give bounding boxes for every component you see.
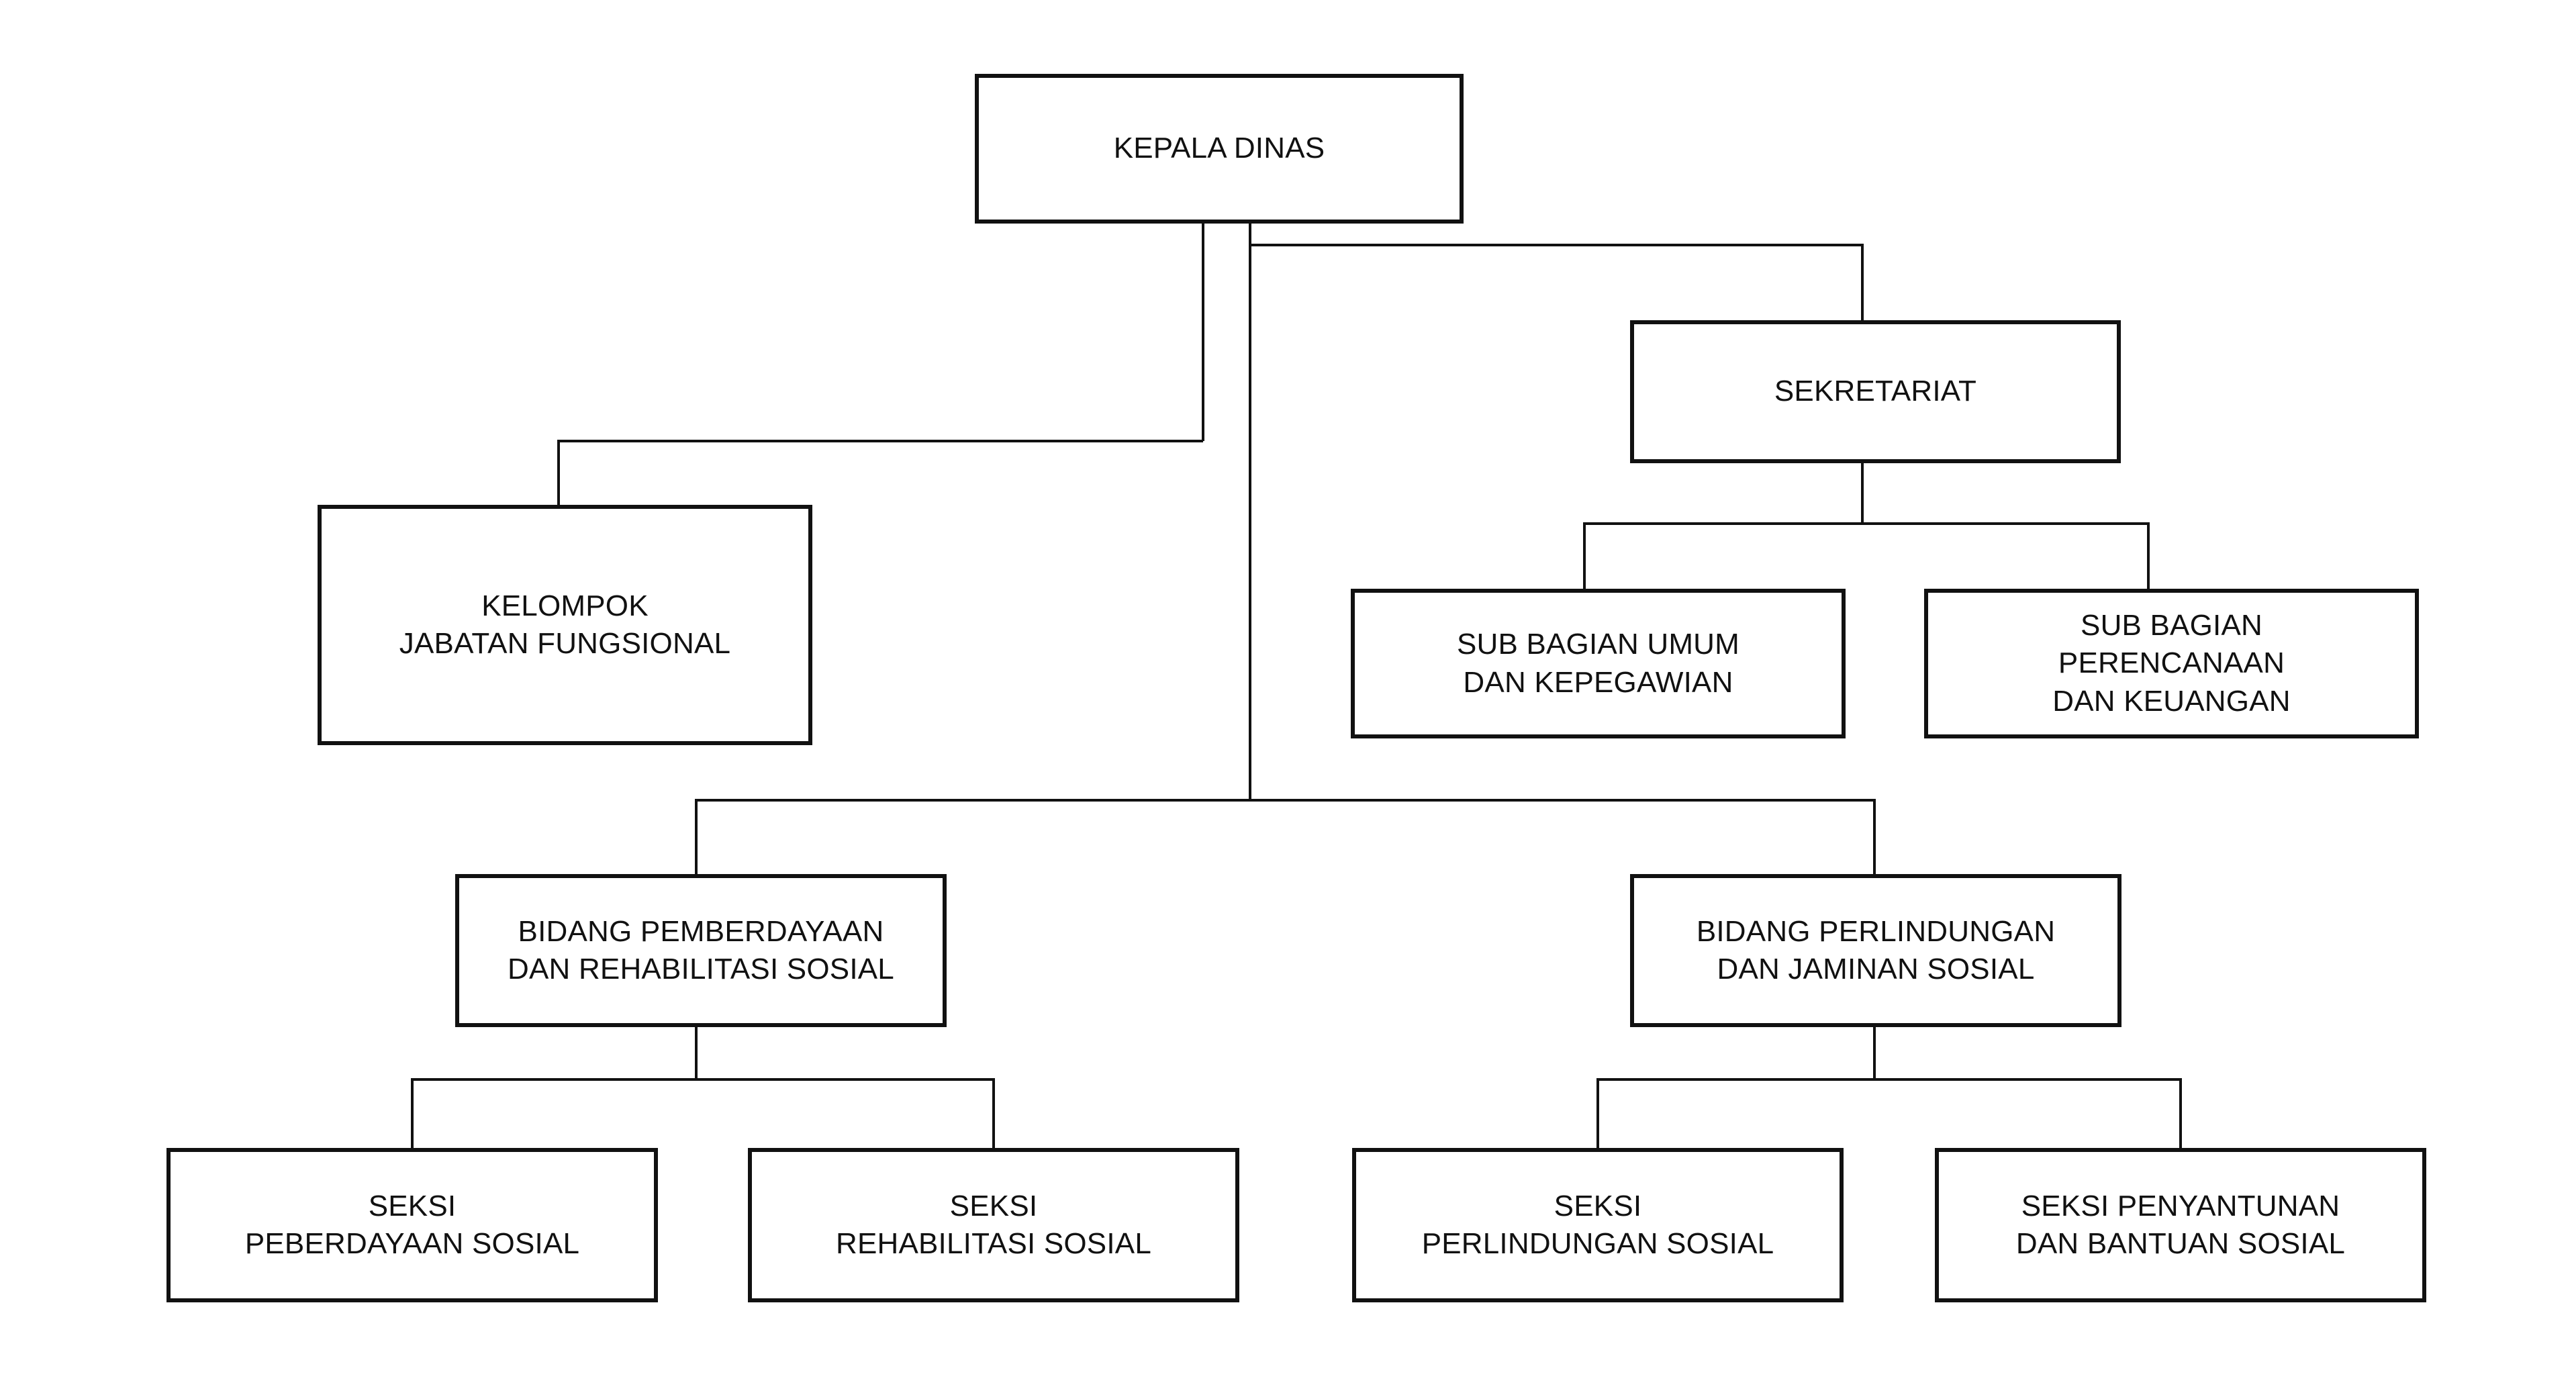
- connector-seksi-penyantunan-drop: [2179, 1078, 2182, 1148]
- connector-seksi-perlindungan-drop: [1596, 1078, 1599, 1148]
- connector-sub-bagian-umum-drop: [1583, 522, 1586, 589]
- connector-kepala-to-kelompok-vertical: [1202, 224, 1204, 441]
- node-sekretariat-label: SEKRETARIAT: [1774, 375, 1977, 408]
- connector-sekretariat-stem: [1861, 463, 1864, 524]
- connector-sekretariat-drop: [1861, 244, 1864, 320]
- connector-seksi-right-bus: [1596, 1078, 2182, 1081]
- node-bidang-perlindungan[interactable]: BIDANG PERLINDUNGAN DAN JAMINAN SOSIAL: [1630, 874, 2121, 1027]
- connector-kelompok-drop: [557, 440, 560, 506]
- node-seksi-rehabilitasi-sosial[interactable]: SEKSI REHABILITASI SOSIAL: [748, 1148, 1239, 1302]
- node-seksi-perlindungan-sosial-label: SEKSI PERLINDUNGAN SOSIAL: [1421, 1189, 1774, 1260]
- connector-bidang-bus: [695, 799, 1876, 802]
- node-sub-bagian-umum[interactable]: SUB BAGIAN UMUM DAN KEPEGAWIAN: [1351, 589, 1846, 738]
- connector-sub-bagian-bus: [1583, 522, 2150, 525]
- connector-seksi-rehabilitasi-drop: [992, 1078, 995, 1148]
- connector-seksi-left-bus: [411, 1078, 995, 1081]
- node-kepala-dinas[interactable]: KEPALA DINAS: [975, 74, 1464, 224]
- node-sub-bagian-perencanaan[interactable]: SUB BAGIAN PERENCANAAN DAN KEUANGAN: [1924, 589, 2419, 738]
- node-sekretariat[interactable]: SEKRETARIAT: [1630, 320, 2121, 463]
- node-kepala-dinas-label: KEPALA DINAS: [1113, 132, 1325, 165]
- connector-main-spine: [1249, 224, 1251, 800]
- node-kelompok-jabatan-fungsional[interactable]: KELOMPOK JABATAN FUNGSIONAL: [318, 505, 812, 745]
- connector-sub-bagian-perencanaan-drop: [2147, 522, 2150, 589]
- node-kelompok-jabatan-fungsional-label: KELOMPOK JABATAN FUNGSIONAL: [399, 589, 731, 660]
- node-seksi-perlindungan-sosial[interactable]: SEKSI PERLINDUNGAN SOSIAL: [1352, 1148, 1844, 1302]
- node-seksi-peberdayaan-sosial[interactable]: SEKSI PEBERDAYAAN SOSIAL: [166, 1148, 658, 1302]
- connector-kepala-to-sekretariat-horizontal: [1249, 244, 1864, 246]
- node-sub-bagian-umum-label: SUB BAGIAN UMUM DAN KEPEGAWIAN: [1456, 628, 1740, 699]
- connector-bidang-perlindungan-drop: [1873, 799, 1876, 874]
- connector-bidang-perlindungan-stem: [1873, 1027, 1876, 1081]
- node-sub-bagian-perencanaan-label: SUB BAGIAN PERENCANAAN DAN KEUANGAN: [2052, 609, 2291, 718]
- node-seksi-peberdayaan-sosial-label: SEKSI PEBERDAYAAN SOSIAL: [244, 1189, 580, 1260]
- connector-seksi-peberdayaan-drop: [411, 1078, 414, 1148]
- node-bidang-pemberdayaan-label: BIDANG PEMBERDAYAAN DAN REHABILITASI SOS…: [508, 914, 894, 985]
- connector-kepala-to-kelompok-horizontal: [557, 440, 1203, 442]
- node-seksi-penyantunan-label: SEKSI PENYANTUNAN DAN BANTUAN SOSIAL: [2015, 1189, 2346, 1260]
- node-bidang-pemberdayaan[interactable]: BIDANG PEMBERDAYAAN DAN REHABILITASI SOS…: [455, 874, 947, 1027]
- node-seksi-rehabilitasi-sosial-label: SEKSI REHABILITASI SOSIAL: [835, 1189, 1152, 1260]
- connector-bidang-pemberdayaan-stem: [695, 1027, 698, 1081]
- connector-bidang-pemberdayaan-drop: [695, 799, 698, 874]
- node-bidang-perlindungan-label: BIDANG PERLINDUNGAN DAN JAMINAN SOSIAL: [1696, 914, 2056, 985]
- node-seksi-penyantunan[interactable]: SEKSI PENYANTUNAN DAN BANTUAN SOSIAL: [1935, 1148, 2426, 1302]
